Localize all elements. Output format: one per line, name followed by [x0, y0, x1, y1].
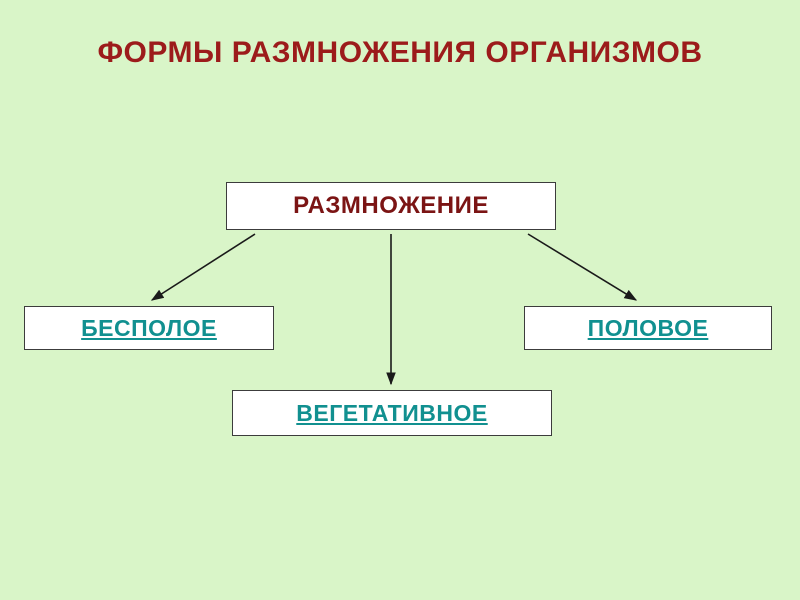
node-root-reproduction: РАЗМНОЖЕНИЕ [226, 182, 556, 230]
connector-root-to-right [527, 233, 638, 301]
node-sexual: ПОЛОВОЕ [524, 306, 772, 350]
page-title: ФОРМЫ РАЗМНОЖЕНИЯ ОРГАНИЗМОВ [97, 36, 703, 69]
node-asexual-label: БЕСПОЛОЕ [81, 314, 217, 341]
node-root-label: РАЗМНОЖЕНИЕ [293, 192, 489, 219]
connector-root-to-left [150, 233, 256, 301]
node-sexual-label: ПОЛОВОЕ [587, 314, 709, 341]
node-asexual: БЕСПОЛОЕ [24, 306, 274, 350]
node-vegetative-label: ВЕГЕТАТИВНОЕ [296, 399, 488, 426]
node-vegetative: ВЕГЕТАТИВНОЕ [232, 390, 552, 436]
